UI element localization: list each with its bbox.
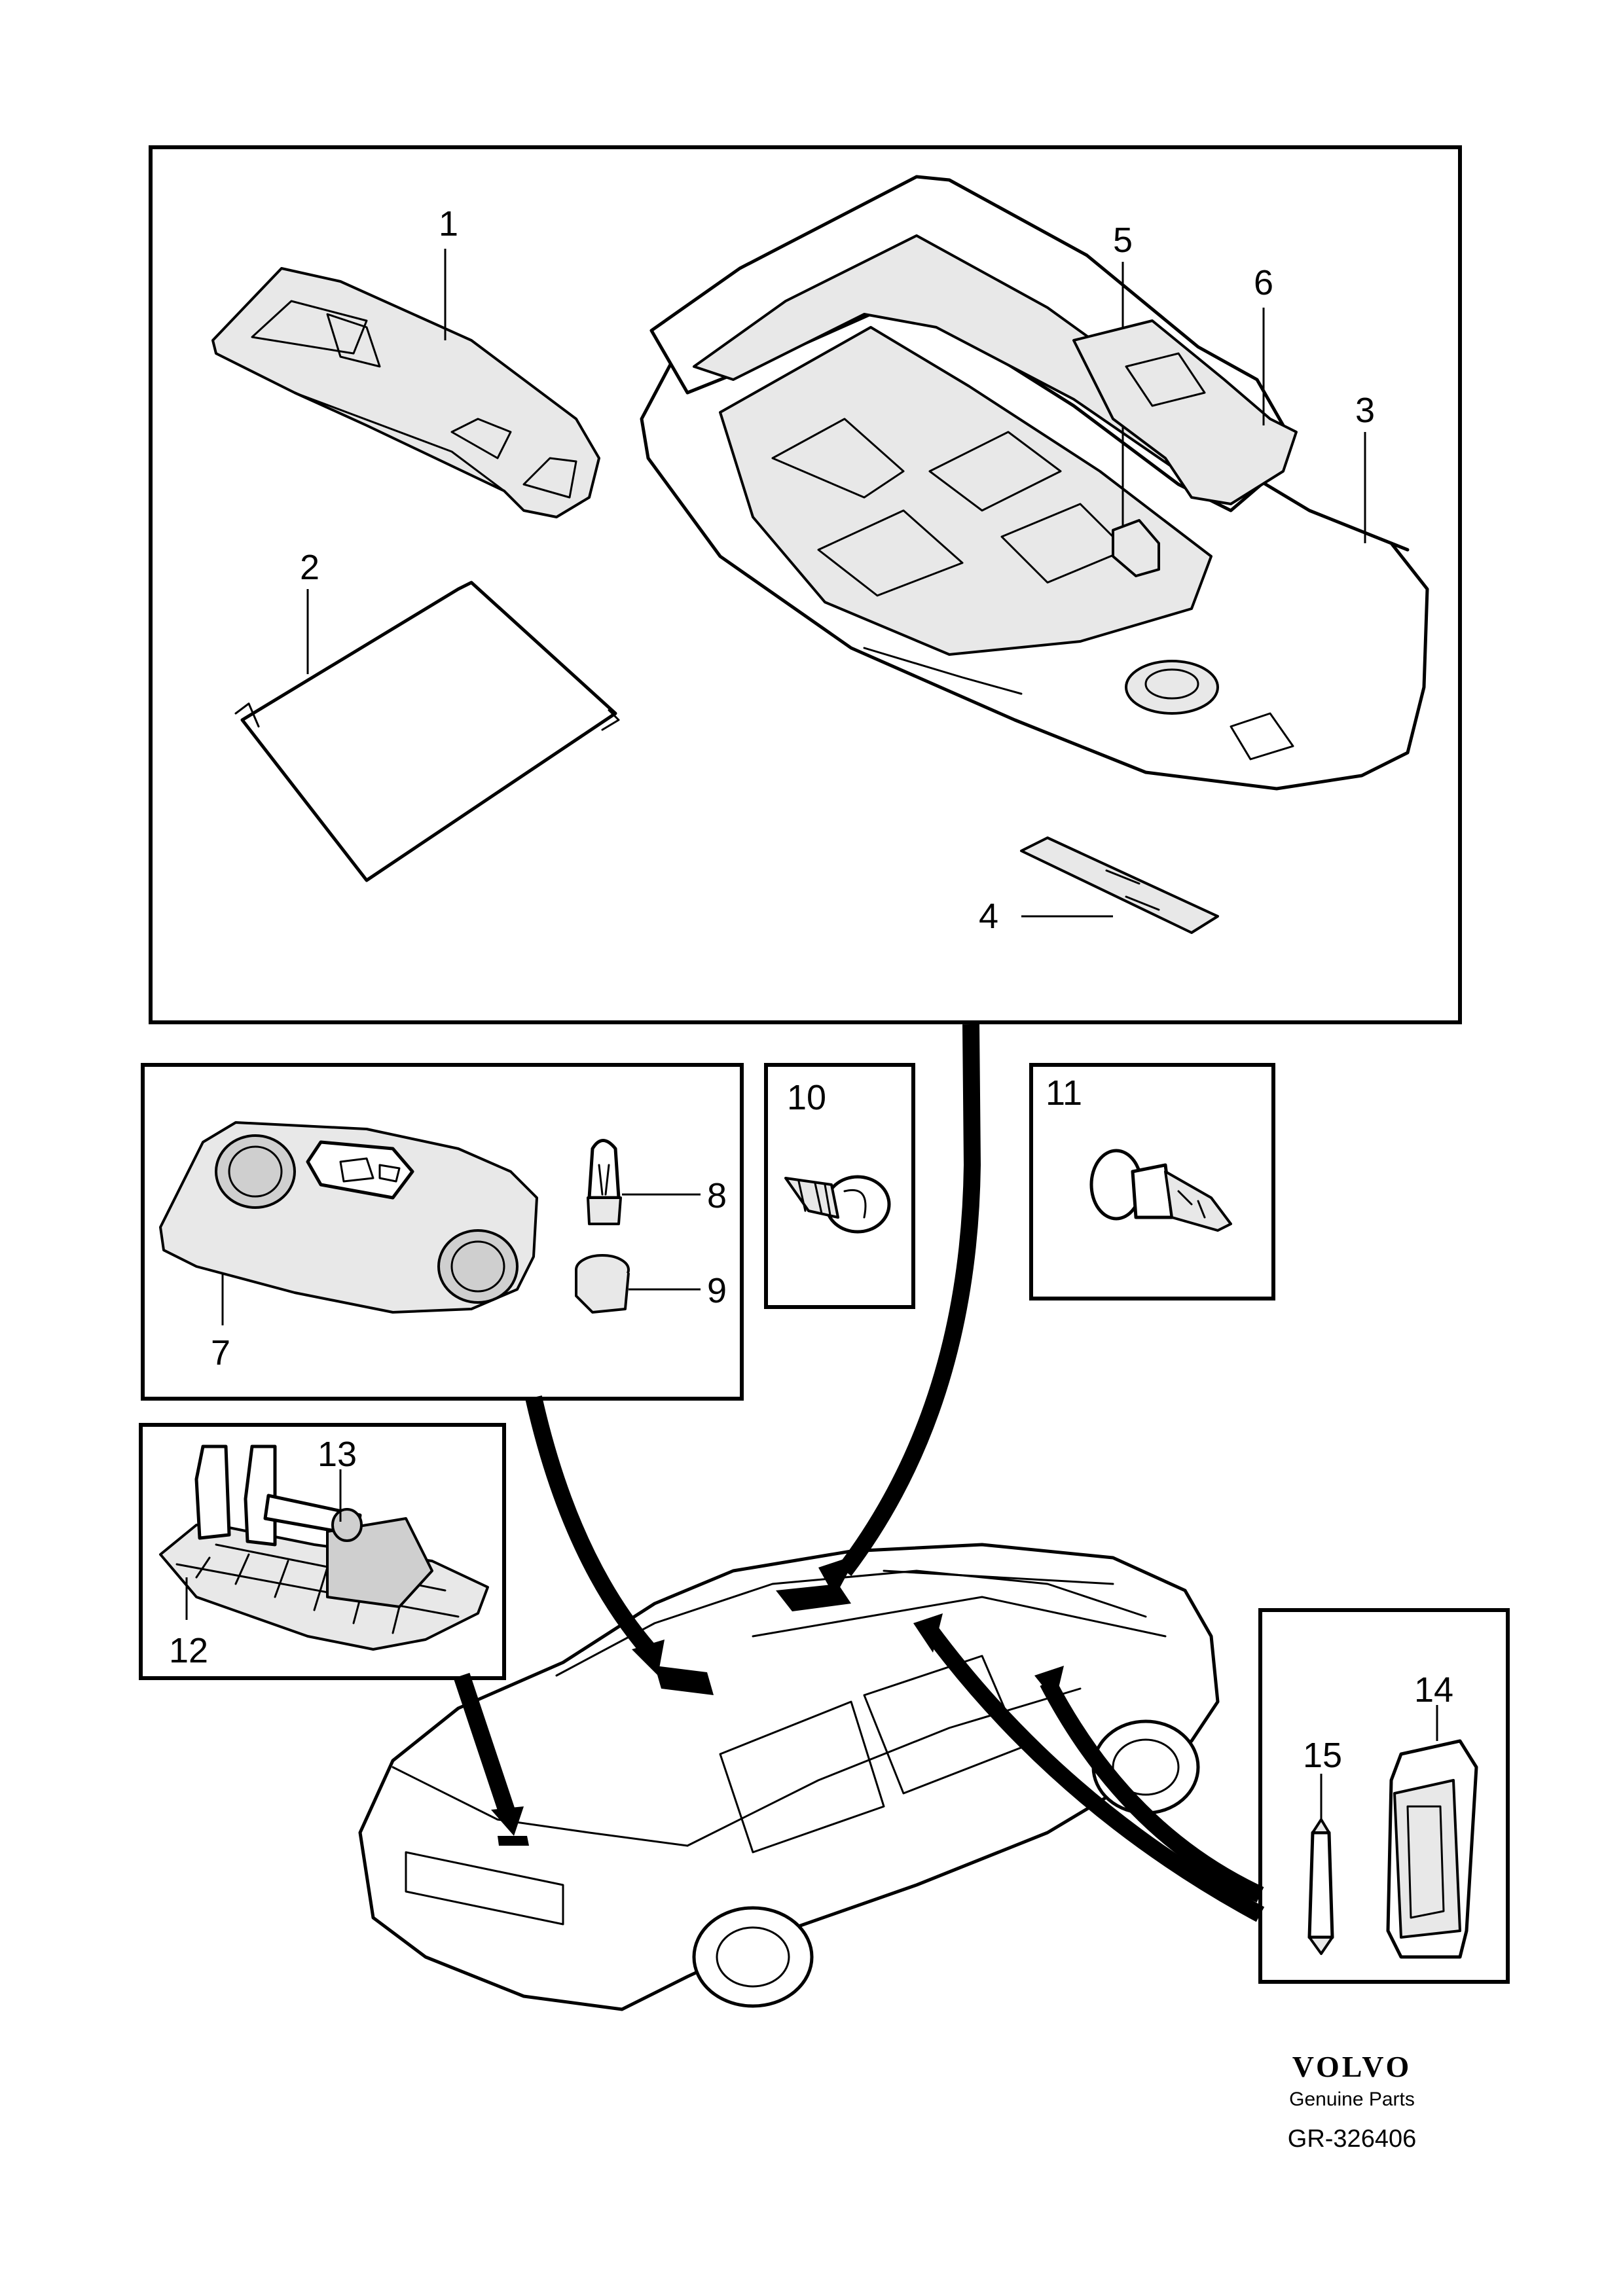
part-6-bracket bbox=[1072, 319, 1298, 505]
callout-1: 1 bbox=[439, 204, 458, 243]
callout-10: 10 bbox=[787, 1078, 826, 1117]
part-5-switch bbox=[1112, 519, 1160, 577]
part-9-socket bbox=[575, 1254, 630, 1314]
callout-5: 5 bbox=[1113, 221, 1133, 260]
callout-9: 9 bbox=[707, 1271, 727, 1310]
part-15-festoon-bulb bbox=[1307, 1818, 1334, 1955]
part-8-bulb bbox=[587, 1139, 622, 1225]
arrow-lamp-to-roof bbox=[525, 1395, 655, 1655]
arrow-door-lamp-2 bbox=[1040, 1677, 1264, 1903]
arrow-head-lamp bbox=[632, 1640, 665, 1676]
callout-2: 2 bbox=[300, 548, 319, 587]
arrow-trunk-lamp bbox=[453, 1672, 516, 1816]
part-7-courtesy-lamp bbox=[159, 1121, 538, 1314]
diagram-code: GR-326406 bbox=[1287, 2125, 1417, 2153]
callout-14: 14 bbox=[1414, 1670, 1453, 1710]
arrow-head-door-2 bbox=[1034, 1666, 1064, 1702]
part-4-glass-strip bbox=[1020, 836, 1219, 934]
callout-8: 8 bbox=[707, 1176, 727, 1215]
callout-12: 12 bbox=[169, 1631, 208, 1670]
callout-3: 3 bbox=[1355, 391, 1375, 430]
arrow-head-trunk bbox=[491, 1806, 524, 1836]
callout-4: 4 bbox=[979, 897, 998, 936]
marker-trunk bbox=[498, 1836, 529, 1846]
part-11-clip bbox=[1089, 1149, 1232, 1232]
callout-11: 11 bbox=[1046, 1073, 1082, 1113]
part-2-lens-cover bbox=[234, 581, 620, 882]
part-3-roof-console bbox=[640, 260, 1429, 791]
callout-13: 13 bbox=[318, 1435, 357, 1474]
brand-block: VOLVO Genuine Parts GR-326406 bbox=[1267, 2050, 1437, 2153]
arrow-door-lamp-1 bbox=[922, 1624, 1265, 1922]
part-13-trunk-bulb bbox=[263, 1494, 363, 1542]
marker-roof-rear bbox=[655, 1666, 714, 1695]
box-part-11 bbox=[1029, 1063, 1275, 1300]
callout-6: 6 bbox=[1254, 263, 1273, 302]
arrow-head-main bbox=[818, 1554, 858, 1597]
brand-subtitle: Genuine Parts bbox=[1289, 2089, 1415, 2110]
car-illustration bbox=[358, 1543, 1220, 2011]
part-10-screw bbox=[784, 1175, 891, 1234]
part-12-trunk-lamp bbox=[159, 1444, 489, 1651]
part-1-lamp-housing bbox=[211, 267, 600, 518]
box-parts-12-13 bbox=[139, 1423, 506, 1680]
box-parts-14-15 bbox=[1258, 1608, 1510, 1984]
box-parts-7-9 bbox=[141, 1063, 744, 1401]
part-14-door-lamp bbox=[1386, 1739, 1478, 1959]
box-part-10 bbox=[764, 1063, 915, 1309]
callout-7: 7 bbox=[211, 1333, 230, 1372]
callout-15: 15 bbox=[1303, 1736, 1342, 1775]
arrow-main-to-roof bbox=[837, 1024, 981, 1576]
main-parts-frame bbox=[149, 145, 1462, 1024]
arrow-head-door-1 bbox=[913, 1613, 943, 1653]
volvo-logo: VOLVO bbox=[1292, 2050, 1412, 2083]
